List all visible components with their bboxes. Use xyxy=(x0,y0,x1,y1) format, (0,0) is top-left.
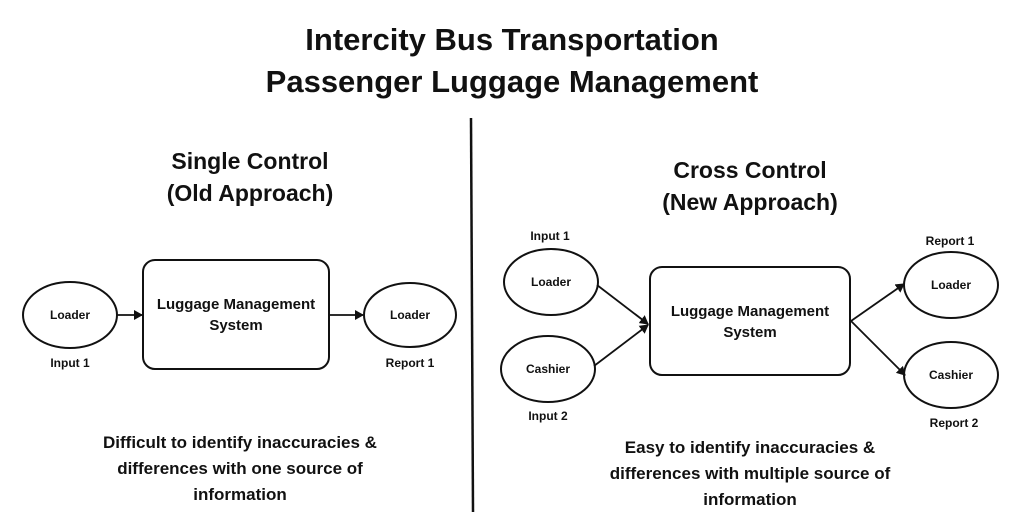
left-caption-line2: differences with one source of xyxy=(117,459,363,478)
right-input1-label: Input 1 xyxy=(530,229,570,243)
left-caption-line3: information xyxy=(193,485,287,504)
right-arrow-cashier-in xyxy=(593,324,649,367)
right-report2-node-label: Cashier xyxy=(928,368,974,382)
left-input-label: Input 1 xyxy=(50,356,90,370)
main-title-line1: Intercity Bus Transportation xyxy=(305,22,719,57)
right-report2-label: Report 2 xyxy=(929,416,979,430)
right-system-line1: Luggage Management xyxy=(670,303,830,320)
left-output-node-label: Loader xyxy=(389,308,430,322)
right-caption-line1: Easy to identify inaccuracies & xyxy=(624,438,876,457)
right-system-box xyxy=(649,266,851,376)
center-divider xyxy=(469,117,475,513)
right-input2-node-label: Cashier xyxy=(525,362,571,376)
right-caption-line2: differences with multiple source of xyxy=(609,464,891,483)
right-report1-label: Report 1 xyxy=(925,234,975,248)
left-system-line2: System xyxy=(209,317,263,334)
right-input1-node-label: Loader xyxy=(530,275,571,289)
right-input2-label: Input 2 xyxy=(528,409,568,423)
left-output-label: Report 1 xyxy=(385,356,435,370)
right-caption-line3: information xyxy=(703,490,797,509)
main-title-line2: Passenger Luggage Management xyxy=(265,64,759,99)
right-arrow-loader-in xyxy=(596,284,649,325)
left-system-line1: Luggage Management xyxy=(156,296,316,313)
left-output-loader-node xyxy=(363,282,457,348)
left-heading-line1: Single Control xyxy=(171,148,329,174)
left-input-node-label: Loader xyxy=(49,308,90,322)
right-heading-line1: Cross Control xyxy=(673,157,827,183)
right-arrow-cashier-out xyxy=(850,320,906,376)
left-heading-line2: (Old Approach) xyxy=(166,180,334,206)
right-report1-node-label: Loader xyxy=(930,278,971,292)
right-input-cashier-node xyxy=(500,335,596,403)
right-input-loader-node xyxy=(503,248,599,316)
left-caption-line1: Difficult to identify inaccuracies & xyxy=(103,433,377,452)
right-arrow-loader-out xyxy=(850,283,905,322)
right-heading-line2: (New Approach) xyxy=(662,189,838,215)
right-system-line2: System xyxy=(723,324,777,341)
